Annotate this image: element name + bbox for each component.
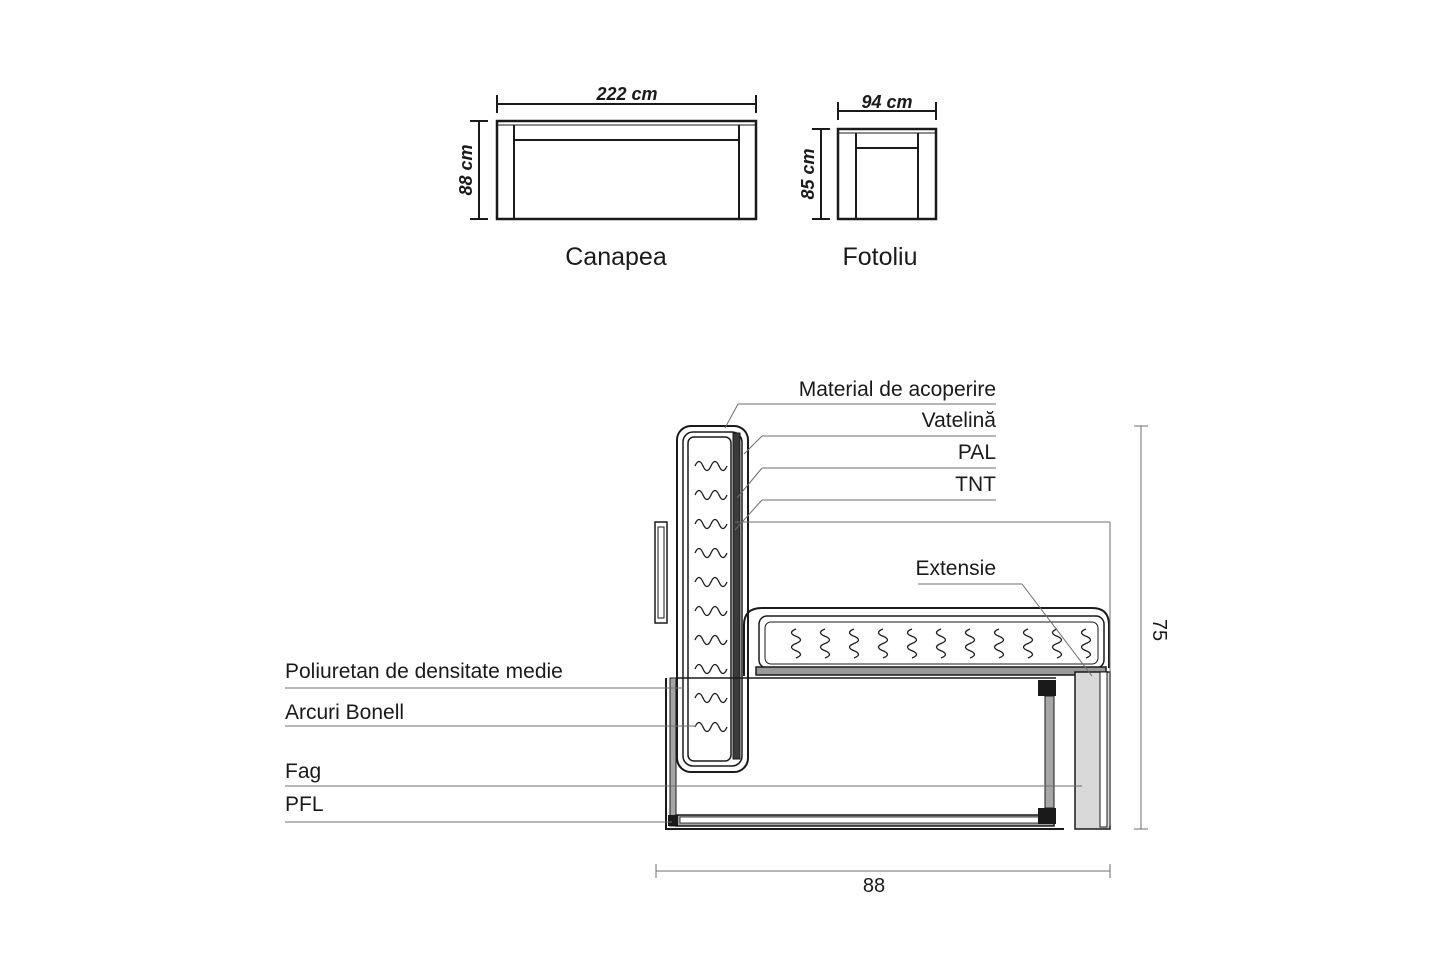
spring-coil bbox=[694, 576, 728, 588]
armchair-drawing: 94 cm 85 cm Fotoliu bbox=[798, 92, 938, 271]
cross-section-drawing: 88 75 bbox=[285, 378, 1170, 897]
armchair-title: Fotoliu bbox=[842, 243, 917, 271]
extension bbox=[1074, 671, 1111, 830]
spring-coil bbox=[694, 663, 728, 675]
spring-coil bbox=[694, 460, 728, 472]
spring-coil bbox=[935, 628, 947, 659]
spring-coil bbox=[694, 518, 728, 530]
label-wadding: Vatelină bbox=[922, 409, 997, 432]
depth-dimension: 88 bbox=[655, 864, 1111, 897]
label-foam: Poliuretan de densitate medie bbox=[285, 660, 563, 683]
spring-coil bbox=[877, 628, 889, 659]
spring-coil bbox=[848, 628, 860, 659]
spring-coil bbox=[819, 628, 831, 659]
spring-coil bbox=[1080, 628, 1092, 659]
height-label: 75 bbox=[1148, 619, 1170, 641]
label-pal: PAL bbox=[958, 441, 996, 464]
seat-cushion bbox=[743, 607, 1110, 676]
sofa-height-label: 88 cm bbox=[456, 144, 476, 195]
sofa-width-label: 222 cm bbox=[595, 84, 657, 104]
seat-springs bbox=[790, 628, 1092, 659]
backrest bbox=[676, 425, 749, 773]
spring-coil bbox=[790, 628, 802, 659]
label-extension: Extensie bbox=[915, 557, 996, 580]
spring-coil bbox=[1051, 628, 1063, 659]
spring-coil bbox=[906, 628, 918, 659]
pal-board bbox=[755, 666, 1107, 676]
sofa-title: Canapea bbox=[565, 243, 667, 271]
armchair-width-label: 94 cm bbox=[861, 92, 912, 112]
backrest-springs bbox=[694, 460, 728, 733]
spring-coil bbox=[694, 547, 728, 559]
spring-coil bbox=[993, 628, 1005, 659]
armchair-height-label: 85 cm bbox=[798, 148, 818, 199]
spring-coil bbox=[1022, 628, 1034, 659]
spring-coil bbox=[694, 721, 728, 733]
leaders-left bbox=[285, 687, 1082, 823]
label-covering: Material de acoperire bbox=[799, 378, 996, 401]
spring-coil bbox=[694, 489, 728, 501]
spring-coil bbox=[694, 605, 728, 617]
label-springs: Arcuri Bonell bbox=[285, 701, 404, 724]
base-frame bbox=[665, 677, 1064, 830]
label-beech: Fag bbox=[285, 760, 321, 783]
spring-coil bbox=[964, 628, 976, 659]
spring-coil bbox=[694, 692, 728, 704]
label-tnt: TNT bbox=[955, 473, 996, 496]
sofa-drawing: 222 cm 88 cm Canapea bbox=[456, 84, 758, 271]
height-dimension: 75 bbox=[1134, 425, 1170, 830]
label-pfl: PFL bbox=[285, 793, 324, 816]
depth-label: 88 bbox=[863, 875, 885, 897]
spring-coil bbox=[694, 634, 728, 646]
leaders-right bbox=[724, 403, 1111, 826]
side-panel bbox=[654, 521, 668, 624]
